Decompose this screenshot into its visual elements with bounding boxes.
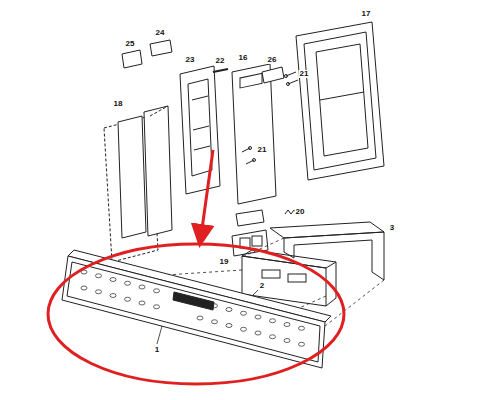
- button-symbol: [299, 342, 305, 346]
- panel-18: [104, 106, 172, 262]
- button-symbol: [270, 319, 276, 323]
- part-26: [262, 67, 298, 86]
- button-symbol: [96, 274, 102, 278]
- button-symbol: [96, 290, 102, 294]
- button-symbol: [125, 281, 131, 285]
- frame-23: [180, 66, 220, 194]
- callout-number: 16: [238, 54, 249, 62]
- button-symbol: [110, 278, 116, 282]
- panel-1: [62, 250, 331, 368]
- button-symbol: [212, 320, 218, 324]
- button-symbol: [255, 315, 261, 319]
- leader-line: [157, 326, 162, 344]
- button-symbol: [241, 327, 247, 331]
- callout-number: 1: [154, 346, 160, 354]
- button-symbol: [299, 326, 305, 330]
- button-symbol: [241, 311, 247, 315]
- button-symbol: [125, 297, 131, 301]
- callout-number: 24: [155, 29, 166, 37]
- callout-number: 20: [295, 208, 306, 216]
- callout-number: 26: [267, 56, 278, 64]
- part-22: [213, 69, 228, 72]
- callout-number: 18: [113, 100, 124, 108]
- button-symbol: [139, 301, 145, 305]
- button-symbol: [197, 316, 203, 320]
- frame-17: [296, 22, 384, 180]
- button-symbol: [139, 285, 145, 289]
- callout-number: 19: [219, 258, 230, 266]
- button-symbol: [154, 289, 160, 293]
- callout-number: 22: [215, 57, 226, 65]
- callout-number: 2: [259, 282, 265, 290]
- callout-number: 25: [125, 40, 136, 48]
- red-arrow: [201, 150, 213, 236]
- button-symbol: [197, 300, 203, 304]
- button-symbol: [284, 339, 290, 343]
- part-24: [150, 40, 172, 56]
- part-25: [122, 50, 142, 68]
- button-symbol: [212, 304, 218, 308]
- callout-number: 21: [299, 70, 310, 78]
- callout-number: 17: [361, 10, 372, 18]
- leader-line: [252, 290, 258, 296]
- callout-number: 21: [257, 146, 268, 154]
- button-symbol: [284, 323, 290, 327]
- red-ellipse: [48, 244, 344, 384]
- board-16: [232, 64, 276, 204]
- callout-number: 23: [185, 56, 196, 64]
- callout-number: 3: [389, 224, 395, 232]
- screws-21: [242, 147, 256, 165]
- button-symbol: [110, 294, 116, 298]
- button-symbol: [226, 308, 232, 312]
- button-symbol: [255, 331, 261, 335]
- button-symbol: [154, 305, 160, 309]
- button-symbol: [226, 324, 232, 328]
- button-symbol: [81, 286, 87, 290]
- button-symbol: [270, 335, 276, 339]
